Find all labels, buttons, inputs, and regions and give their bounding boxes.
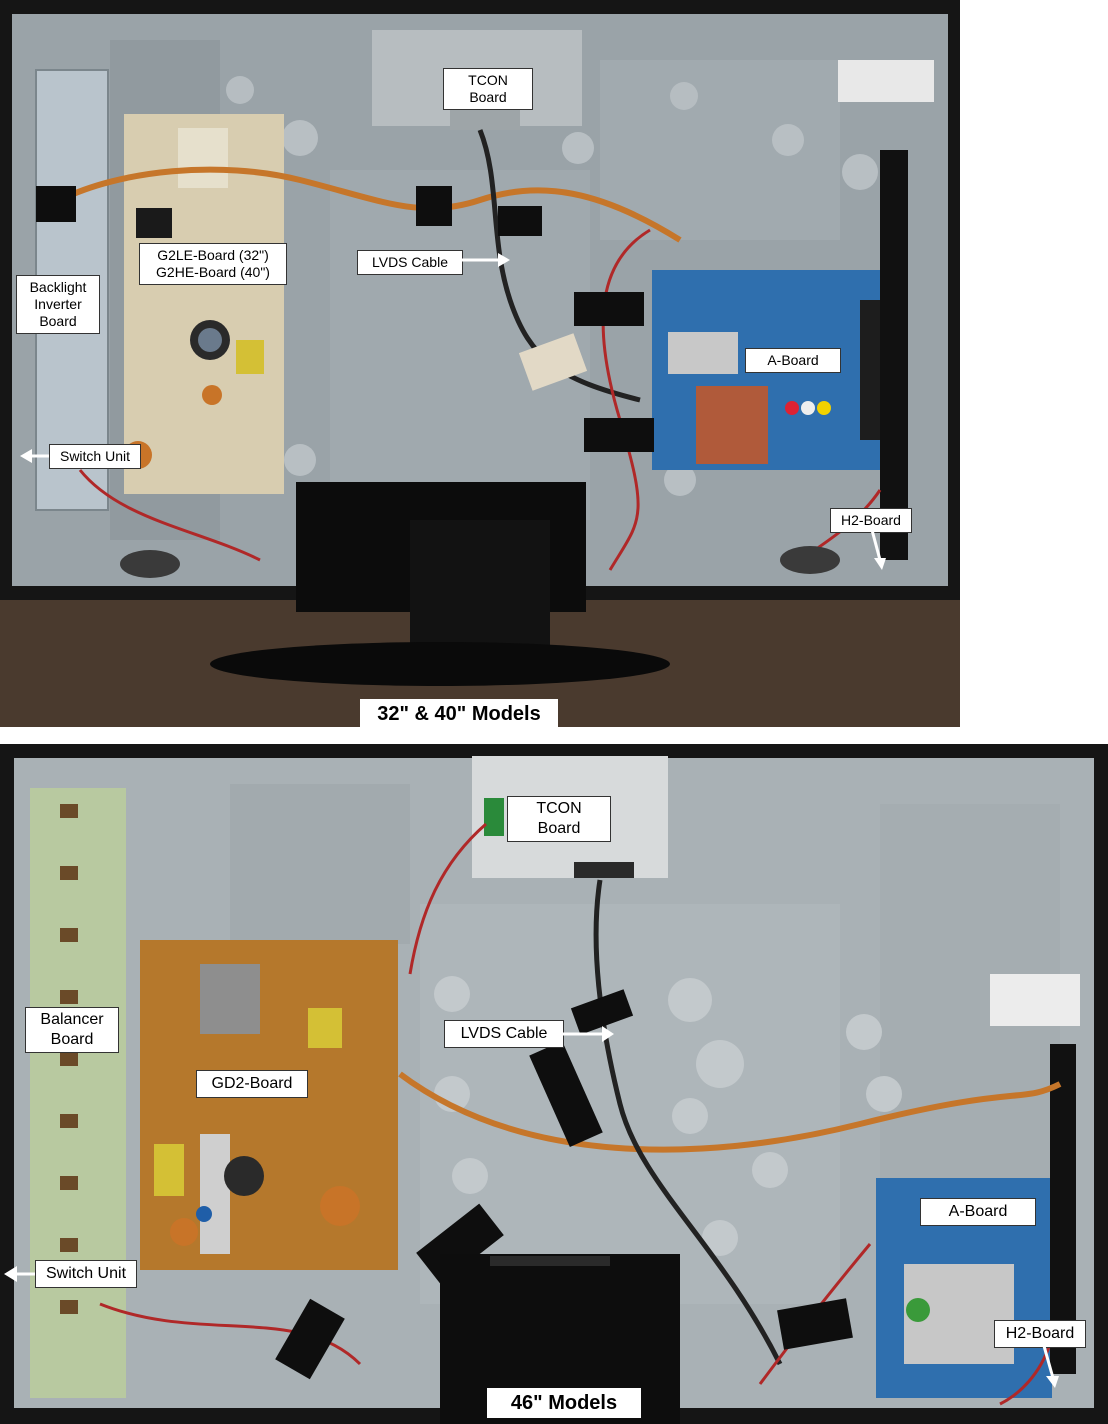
- switch-unit-arrow-icon: [20, 449, 50, 463]
- h2-board-label-46-text: H2-Board: [1005, 1325, 1075, 1342]
- backlight-inverter-label-line1: Backlight: [29, 279, 87, 295]
- a-board-label-46: A-Board: [920, 1198, 1036, 1226]
- lvds-cable-arrow-icon: [462, 253, 510, 267]
- switch-unit-label: Switch Unit: [49, 444, 141, 469]
- balancer-board-label-line2: Board: [50, 1031, 94, 1048]
- power-board-label-line1: G2LE-Board (32"): [157, 247, 269, 263]
- lvds-cable-label-text: LVDS Cable: [371, 254, 448, 270]
- switch-unit-label-46: Switch Unit: [35, 1260, 137, 1288]
- tcon-board-label-46-line2: Board: [537, 820, 581, 837]
- switch-unit-46-arrow-icon: [4, 1266, 36, 1282]
- switch-unit-label-46-text: Switch Unit: [45, 1265, 127, 1282]
- bottom-panel-caption-text: 46" Models: [510, 1392, 618, 1414]
- tcon-board-label-line1: TCON: [468, 72, 508, 88]
- tcon-board-label: TCON Board: [443, 68, 533, 110]
- lvds-cable-46-arrow-icon: [562, 1026, 614, 1042]
- a-board-label-46-text: A-Board: [948, 1203, 1008, 1220]
- h2-board-label: H2-Board: [830, 508, 912, 533]
- balancer-board-label-line1: Balancer: [40, 1011, 104, 1028]
- lvds-cable-label-46-text: LVDS Cable: [460, 1025, 548, 1042]
- lvds-cable-label: LVDS Cable: [357, 250, 463, 275]
- switch-unit-label-text: Switch Unit: [59, 448, 131, 464]
- top-panel-caption-text: 32" & 40" Models: [377, 703, 541, 725]
- backlight-inverter-label: Backlight Inverter Board: [16, 275, 100, 334]
- power-board-label-line2: G2HE-Board (40"): [156, 264, 270, 280]
- top-panel-caption: 32" & 40" Models: [360, 699, 558, 727]
- bottom-panel-caption: 46" Models: [487, 1388, 641, 1418]
- bottom-photo: TCON Board Balancer Board LVDS Cable GD2…: [0, 744, 1108, 1424]
- power-board-label: G2LE-Board (32") G2HE-Board (40"): [139, 243, 287, 285]
- tcon-board-label-46: TCON Board: [507, 796, 611, 842]
- h2-board-46-arrow-icon: [1042, 1346, 1059, 1388]
- gd2-board-label: GD2-Board: [196, 1070, 308, 1098]
- top-photo-illustration: [0, 0, 960, 727]
- lvds-cable-label-46: LVDS Cable: [444, 1020, 564, 1048]
- gd2-board-label-text: GD2-Board: [211, 1075, 293, 1092]
- backlight-inverter-label-line3: Board: [39, 313, 77, 329]
- h2-board-label-text: H2-Board: [841, 512, 901, 528]
- h2-board-label-46: H2-Board: [994, 1320, 1086, 1348]
- bottom-photo-illustration: [0, 744, 1108, 1424]
- top-photo: TCON Board G2LE-Board (32") G2HE-Board (…: [0, 0, 960, 727]
- a-board-label: A-Board: [745, 348, 841, 373]
- balancer-board-label: Balancer Board: [25, 1007, 119, 1053]
- tcon-board-label-line2: Board: [469, 89, 507, 105]
- h2-board-arrow-icon: [870, 530, 886, 570]
- tcon-board-label-46-line1: TCON: [536, 800, 582, 817]
- a-board-label-text: A-Board: [767, 352, 819, 368]
- backlight-inverter-label-line2: Inverter: [34, 296, 82, 312]
